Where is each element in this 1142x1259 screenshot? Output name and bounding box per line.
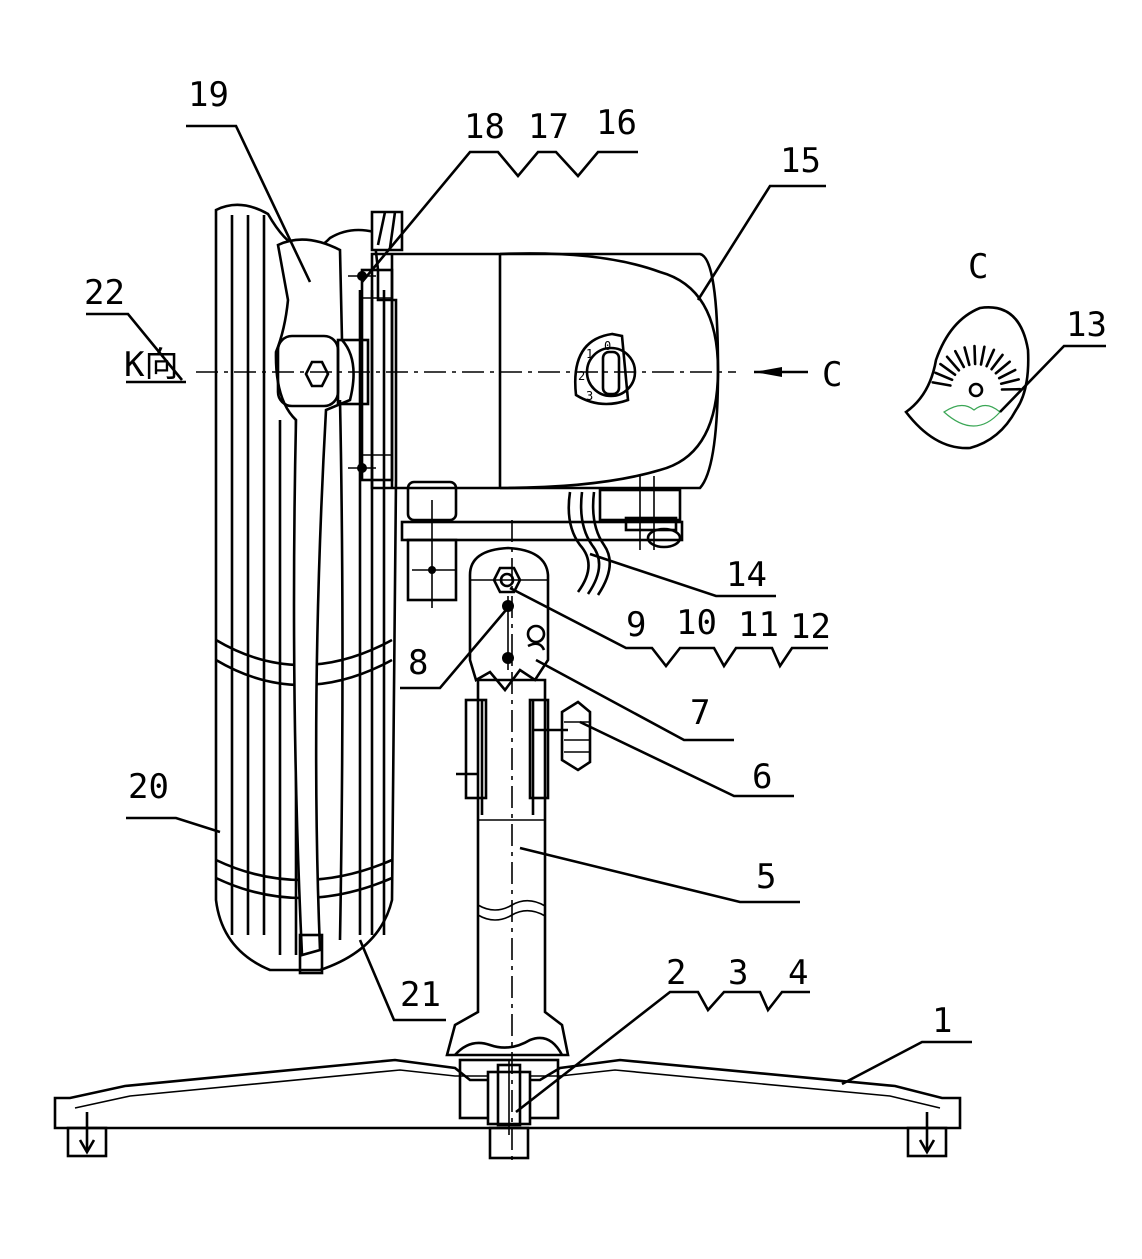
c-view-slot [973,344,977,366]
c-view-slot [953,349,966,369]
fan-blade-and-hub [274,238,370,975]
label-3: 3 [728,953,748,993]
label-14: 14 [726,555,767,595]
c-view-slot [979,345,986,366]
label-12: 12 [790,607,831,647]
label-4: 4 [788,953,808,993]
label-1: 1 [932,1001,952,1041]
label-20: 20 [128,767,169,807]
label-9: 9 [626,605,646,645]
label-18: 18 [464,107,505,147]
tilt-joint [468,546,550,693]
label-17: 17 [528,107,569,147]
c-view-title: C [968,247,988,287]
label-19: 19 [188,75,229,115]
part-labels: 19 18 17 16 15 C 13 22 K向 C 14 9 10 11 1… [84,75,1107,1041]
fan-guard [214,203,404,972]
switch-mark-0: 0 [604,339,611,353]
label-7: 7 [690,693,710,733]
c-view-slot [985,348,996,368]
c-view-slot [939,362,957,377]
c-view-detail [904,306,1030,450]
leader-lines [86,124,1106,1114]
switch-mark-2: 2 [578,369,585,383]
motor-housing: 0 1 2 3 [348,252,720,490]
c-arrow-mark: C [822,355,842,395]
label-6: 6 [752,757,772,797]
label-15: 15 [780,141,821,181]
label-8: 8 [408,643,428,683]
pole [445,520,592,1160]
c-view-slot [931,381,952,387]
switch-mark-1: 1 [586,347,593,361]
switch-mark-3: 3 [586,389,593,403]
guard-ribs [230,215,386,955]
c-view-slots [931,344,1022,391]
c-view-slot [990,353,1004,371]
c-view-slot [945,355,961,372]
base [53,1058,962,1160]
motor-bracket [400,476,684,608]
label-21: 21 [400,975,441,1015]
label-16: 16 [596,103,637,143]
label-13: 13 [1066,305,1107,345]
c-view-slot [934,371,954,382]
label-11: 11 [738,605,779,645]
c-view-slot [997,368,1017,380]
label-5: 5 [756,857,776,897]
label-2: 2 [666,953,686,993]
c-view-slot [994,360,1012,375]
k-view-mark: K向 [124,345,178,385]
c-view-slot [999,378,1021,386]
label-10: 10 [676,603,717,643]
label-22: 22 [84,273,125,313]
c-view-slot [963,346,971,367]
